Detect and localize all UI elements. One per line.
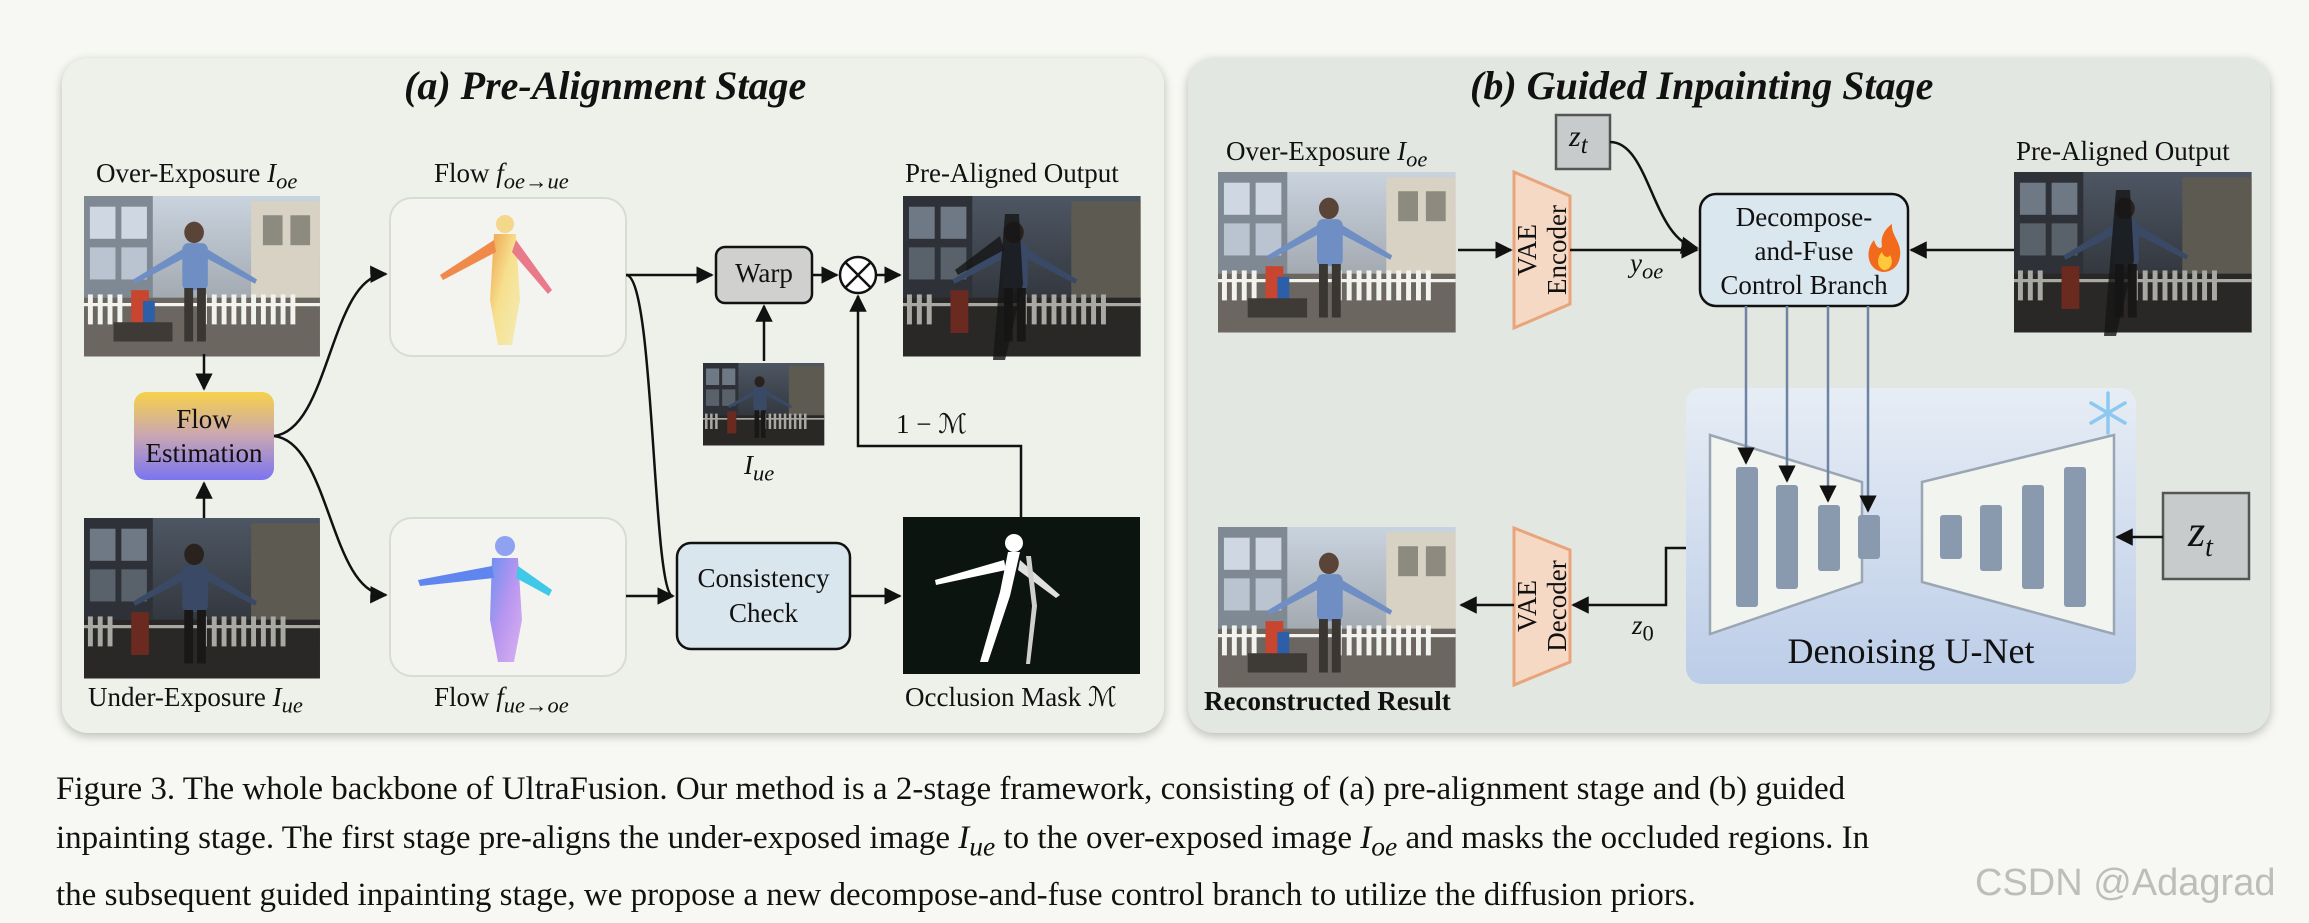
unet-blocks	[1736, 467, 2086, 607]
panel-b-title: (b) Guided Inpainting Stage	[1470, 63, 1934, 108]
fire-icon	[1868, 224, 1901, 272]
vae-encoder-shape	[1512, 169, 1572, 331]
snowflake-icon	[2089, 391, 2127, 435]
iue-label: Iue	[744, 450, 775, 486]
control-to-unet-connectors	[1737, 306, 1877, 513]
one-minus-mask-label: 1 − ℳ	[896, 409, 968, 439]
over-exposure-image	[84, 196, 320, 357]
flow-estimation-box	[134, 392, 274, 480]
over-exposure-label-a: Over-Exposure Ioe	[96, 158, 298, 194]
panel-a-connectors	[195, 265, 1023, 605]
zt-small-label: zt	[1569, 120, 1588, 159]
caption-line-3: the subsequent guided inpainting stage, …	[56, 876, 1696, 913]
control-branch-box	[1698, 192, 1910, 308]
pre-aligned-output-label-b: Pre-Aligned Output	[2016, 136, 2230, 166]
flow-ue-to-oe-image	[389, 517, 627, 677]
y-oe-label: yoe	[1630, 248, 1664, 284]
z0-label: z0	[1632, 610, 1654, 646]
zt-small-box	[1554, 113, 1612, 171]
under-exposure-image	[84, 518, 320, 679]
panel-a-title: (a) Pre-Alignment Stage	[404, 63, 807, 108]
warp-label: Warp	[735, 258, 793, 288]
panel-b-connectors	[1458, 140, 2163, 614]
flow-oe-to-ue-image	[389, 197, 627, 357]
zt-large-box	[2161, 491, 2251, 581]
figure-caption: Figure 3. The whole backbone of UltraFus…	[56, 765, 2276, 920]
over-exposure-image-b	[1218, 172, 1456, 333]
zt-large-label: zt	[2188, 507, 2213, 563]
caption-line-2: inpainting stage. The first stage pre-al…	[56, 820, 1870, 862]
over-exposure-label-b: Over-Exposure Ioe	[1226, 136, 1428, 172]
reconstructed-result-label: Reconstructed Result	[1204, 686, 1451, 716]
pre-aligned-output-image-a	[903, 196, 1141, 360]
under-exposure-label: Under-Exposure Iue	[88, 682, 303, 718]
multiply-icon	[838, 255, 878, 295]
flow-bottom-label: Flow fue→oe	[434, 682, 569, 718]
unet-label: Denoising U-Net	[1787, 631, 2035, 671]
occlusion-mask-image	[903, 517, 1140, 674]
watermark: CSDN @Adagrad	[1975, 862, 2276, 904]
iue-small-image	[703, 363, 825, 446]
reconstructed-result-image	[1218, 527, 1456, 688]
flow-top-label: Flow foe→ue	[434, 158, 569, 194]
pre-aligned-output-label-a: Pre-Aligned Output	[905, 158, 1119, 188]
pre-aligned-output-image-b	[2014, 172, 2252, 336]
caption-line-1: Figure 3. The whole backbone of UltraFus…	[56, 771, 1846, 807]
occlusion-mask-label: Occlusion Mask ℳ	[905, 682, 1117, 712]
